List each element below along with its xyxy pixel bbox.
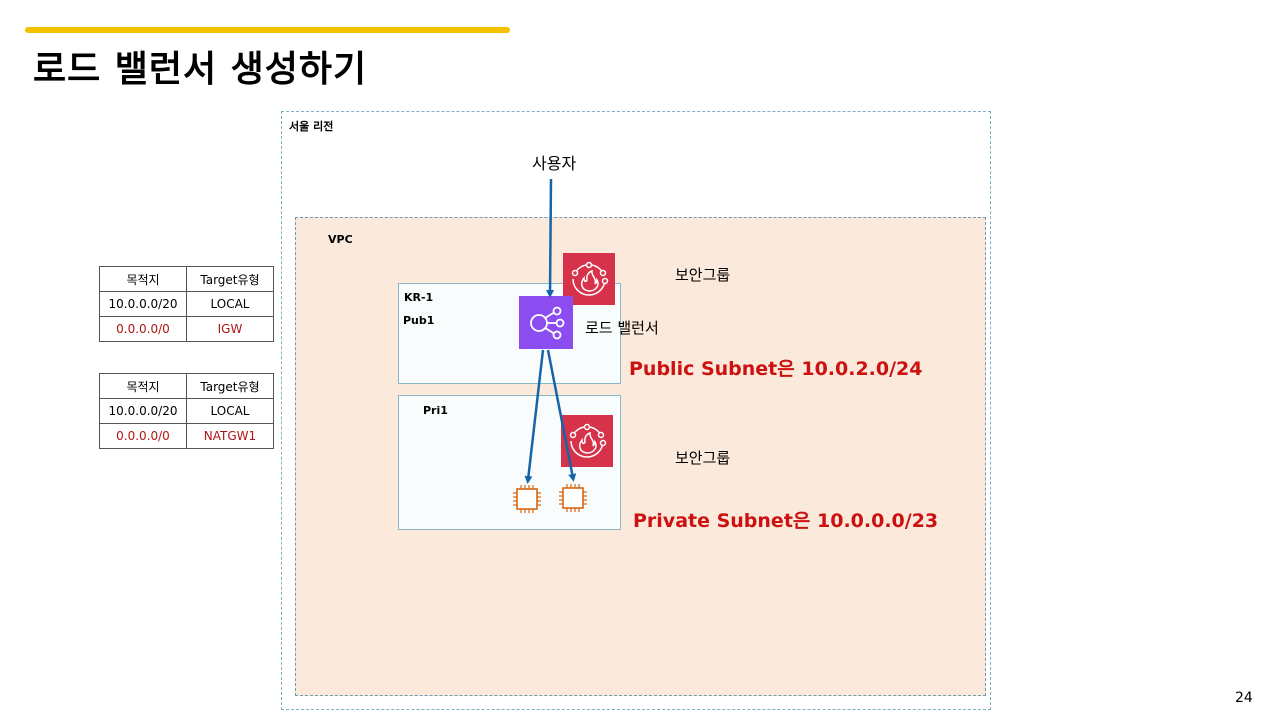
title-accent-bar — [25, 27, 510, 33]
header-destination: 목적지 — [99, 266, 187, 292]
load-balancer-label: 로드 밸런서 — [585, 319, 659, 337]
cell-target: IGW — [186, 316, 274, 342]
ec2-instance-icon — [557, 482, 589, 514]
private-subnet-note: Private Subnet은 10.0.0.0/23 — [633, 510, 939, 532]
az-label: KR-1 — [404, 291, 434, 304]
table-row: 10.0.0.0/20 LOCAL — [99, 398, 274, 424]
table-row: 10.0.0.0/20 LOCAL — [99, 291, 274, 317]
vpc-label: VPC — [328, 233, 353, 246]
load-balancer-icon — [519, 296, 573, 349]
cell-destination: 0.0.0.0/0 — [99, 316, 187, 342]
page-number: 24 — [1235, 690, 1253, 706]
table-header-row: 목적지 Target유형 — [99, 266, 274, 292]
header-target-type: Target유형 — [186, 266, 274, 292]
public-subnet-note: Public Subnet은 10.0.2.0/24 — [629, 358, 923, 380]
cell-destination: 10.0.0.0/20 — [99, 398, 187, 424]
private-subnet-label: Pri1 — [423, 404, 448, 417]
header-destination: 목적지 — [99, 373, 187, 399]
table-header-row: 목적지 Target유형 — [99, 373, 274, 399]
cell-target: NATGW1 — [186, 423, 274, 449]
cell-destination: 0.0.0.0/0 — [99, 423, 187, 449]
route-table-private: 목적지 Target유형 10.0.0.0/20 LOCAL 0.0.0.0/0… — [99, 373, 274, 449]
public-subnet-label: Pub1 — [403, 314, 435, 327]
region-boundary — [281, 111, 991, 710]
page-title: 로드 밸런서 생성하기 — [33, 49, 368, 90]
table-row: 0.0.0.0/0 IGW — [99, 316, 274, 342]
region-label: 서울 리전 — [289, 120, 334, 133]
table-row: 0.0.0.0/0 NATGW1 — [99, 423, 274, 449]
user-label: 사용자 — [532, 154, 577, 173]
security-group-label: 보안그룹 — [675, 449, 731, 467]
ec2-instance-icon — [511, 483, 543, 515]
cell-destination: 10.0.0.0/20 — [99, 291, 187, 317]
cell-target: LOCAL — [186, 291, 274, 317]
security-group-label: 보안그룹 — [675, 266, 731, 284]
route-table-public: 목적지 Target유형 10.0.0.0/20 LOCAL 0.0.0.0/0… — [99, 266, 274, 342]
